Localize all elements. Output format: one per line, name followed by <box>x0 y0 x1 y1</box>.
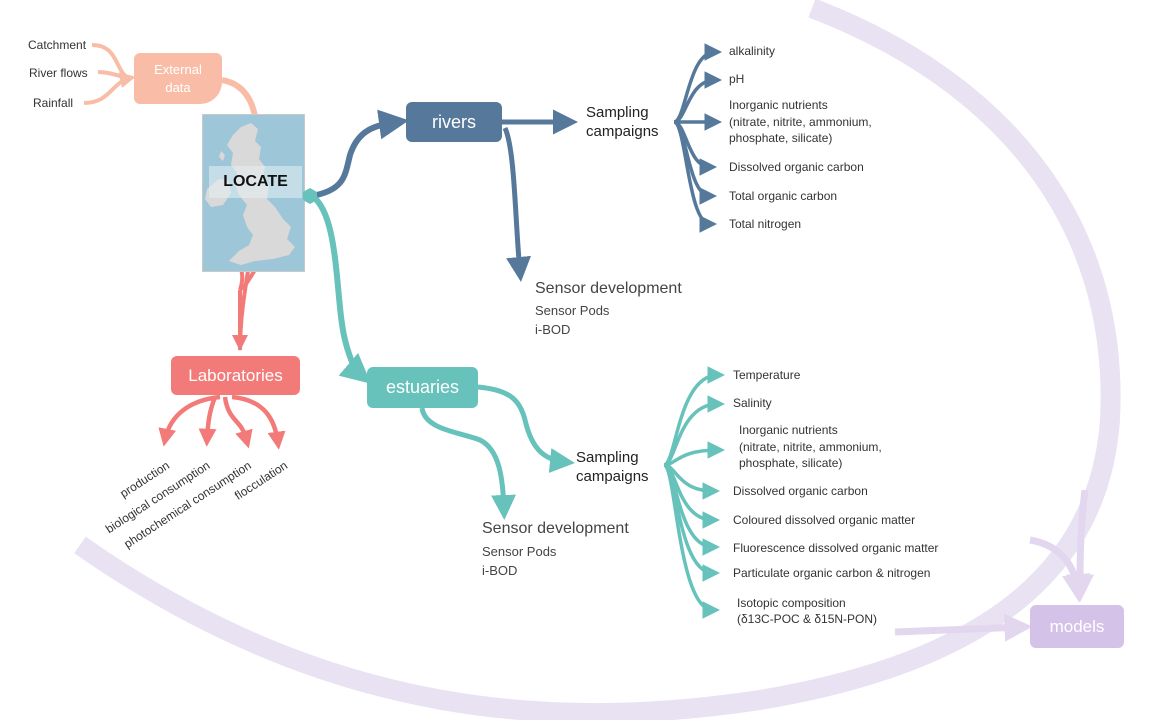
rivers-param-arrow-6 <box>673 120 717 233</box>
rivers-sensor-pods: Sensor Pods <box>535 303 610 318</box>
rivers-param-total-nitrogen: Total nitrogen <box>729 217 802 231</box>
models-label: models <box>1049 616 1105 636</box>
estuaries-sensor-ibod: i-BOD <box>482 563 518 578</box>
estuaries-parameter-arrows <box>662 366 725 619</box>
rivers-param-doc: Dissolved organic carbon <box>729 160 864 174</box>
estuaries-param-salinity: Salinity <box>733 396 772 410</box>
laboratories-node[interactable]: Laboratories <box>171 356 300 395</box>
estuaries-label: estuaries <box>385 377 460 397</box>
rivers-param-arrow-2 <box>673 71 722 124</box>
rivers-param-inorganic-nutrients: Inorganic nutrients <box>729 98 828 112</box>
estuaries-node[interactable]: estuaries <box>367 367 478 408</box>
estuaries-sampling-campaigns: Sampling campaigns <box>576 448 649 486</box>
rivers-param-toc: Total organic carbon <box>729 189 838 203</box>
locate-to-estuaries-arrow <box>310 193 372 384</box>
estuaries-sampling-line2: campaigns <box>576 468 649 485</box>
rivers-sensor-title: Sensor development <box>535 280 682 297</box>
estuaries-param-arrow-2 <box>663 395 725 467</box>
rivers-param-ph: pH <box>729 72 745 86</box>
estuaries-param-cdom: Coloured dissolved organic matter <box>733 513 916 527</box>
locate-to-rivers-arrow <box>311 109 409 199</box>
external-data-label-line1: External <box>154 61 202 77</box>
estuaries-param-inorganic-nutrients-detail1: (nitrate, nitrite, ammonium, <box>739 440 882 454</box>
estuaries-sensor-title: Sensor development <box>482 520 629 537</box>
rivers-to-sensor-arrow <box>502 126 532 282</box>
cycle-arc <box>74 0 1121 720</box>
estuaries-param-isotopic: Isotopic composition <box>737 596 846 610</box>
estuaries-param-doc: Dissolved organic carbon <box>733 484 868 498</box>
estuaries-param-inorganic-nutrients-detail2: phosphate, silicate) <box>739 456 843 470</box>
external-input-lines <box>83 43 136 105</box>
estuaries-param-inorganic-nutrients: Inorganic nutrients <box>739 423 838 437</box>
laboratories-label: Laboratories <box>188 365 283 385</box>
external-data-label-line2: data <box>165 79 191 95</box>
rivers-parameter-arrows <box>673 43 722 233</box>
estuaries-param-arrow-8 <box>662 463 720 619</box>
rivers-sensor-ibod: i-BOD <box>535 322 571 337</box>
rivers-sampling-line1: Sampling <box>586 104 649 121</box>
connector-node-icon <box>303 188 317 204</box>
rivers-label: rivers <box>432 111 476 132</box>
external-input-catchment: Catchment <box>28 38 87 52</box>
models-arrows <box>894 489 1095 642</box>
estuaries-to-sensor-arrow <box>419 407 516 520</box>
rivers-param-inorganic-nutrients-detail1: (nitrate, nitrite, ammonium, <box>729 115 872 129</box>
rivers-node[interactable]: rivers <box>406 102 502 142</box>
external-input-river-flows: River flows <box>29 66 88 80</box>
rivers-sampling-line2: campaigns <box>586 123 659 140</box>
estuaries-param-temperature: Temperature <box>733 368 801 382</box>
locate-label[interactable]: LOCATE <box>223 173 288 190</box>
estuaries-to-sampling-arrow <box>477 384 575 473</box>
rivers-param-arrow-1 <box>673 43 722 124</box>
estuaries-param-fdom: Fluorescence dissolved organic matter <box>733 541 939 555</box>
laboratories-process-arrows <box>158 394 286 450</box>
rivers-param-inorganic-nutrients-detail2: phosphate, silicate) <box>729 131 833 145</box>
external-data-node[interactable]: External data <box>134 53 222 104</box>
estuaries-sampling-line1: Sampling <box>576 449 639 466</box>
models-node[interactable]: models <box>1030 605 1124 648</box>
locate-label-band <box>209 166 302 198</box>
estuaries-param-isotopic-detail: (δ13C-POC & δ15N-PON) <box>737 612 878 626</box>
rivers-sampling-campaigns: Sampling campaigns <box>586 103 659 141</box>
estuaries-sensor-pods: Sensor Pods <box>482 544 557 559</box>
estuaries-param-poc-pon: Particulate organic carbon & nitrogen <box>733 566 931 580</box>
rivers-param-alkalinity: alkalinity <box>729 44 776 58</box>
external-input-rainfall: Rainfall <box>33 96 74 110</box>
